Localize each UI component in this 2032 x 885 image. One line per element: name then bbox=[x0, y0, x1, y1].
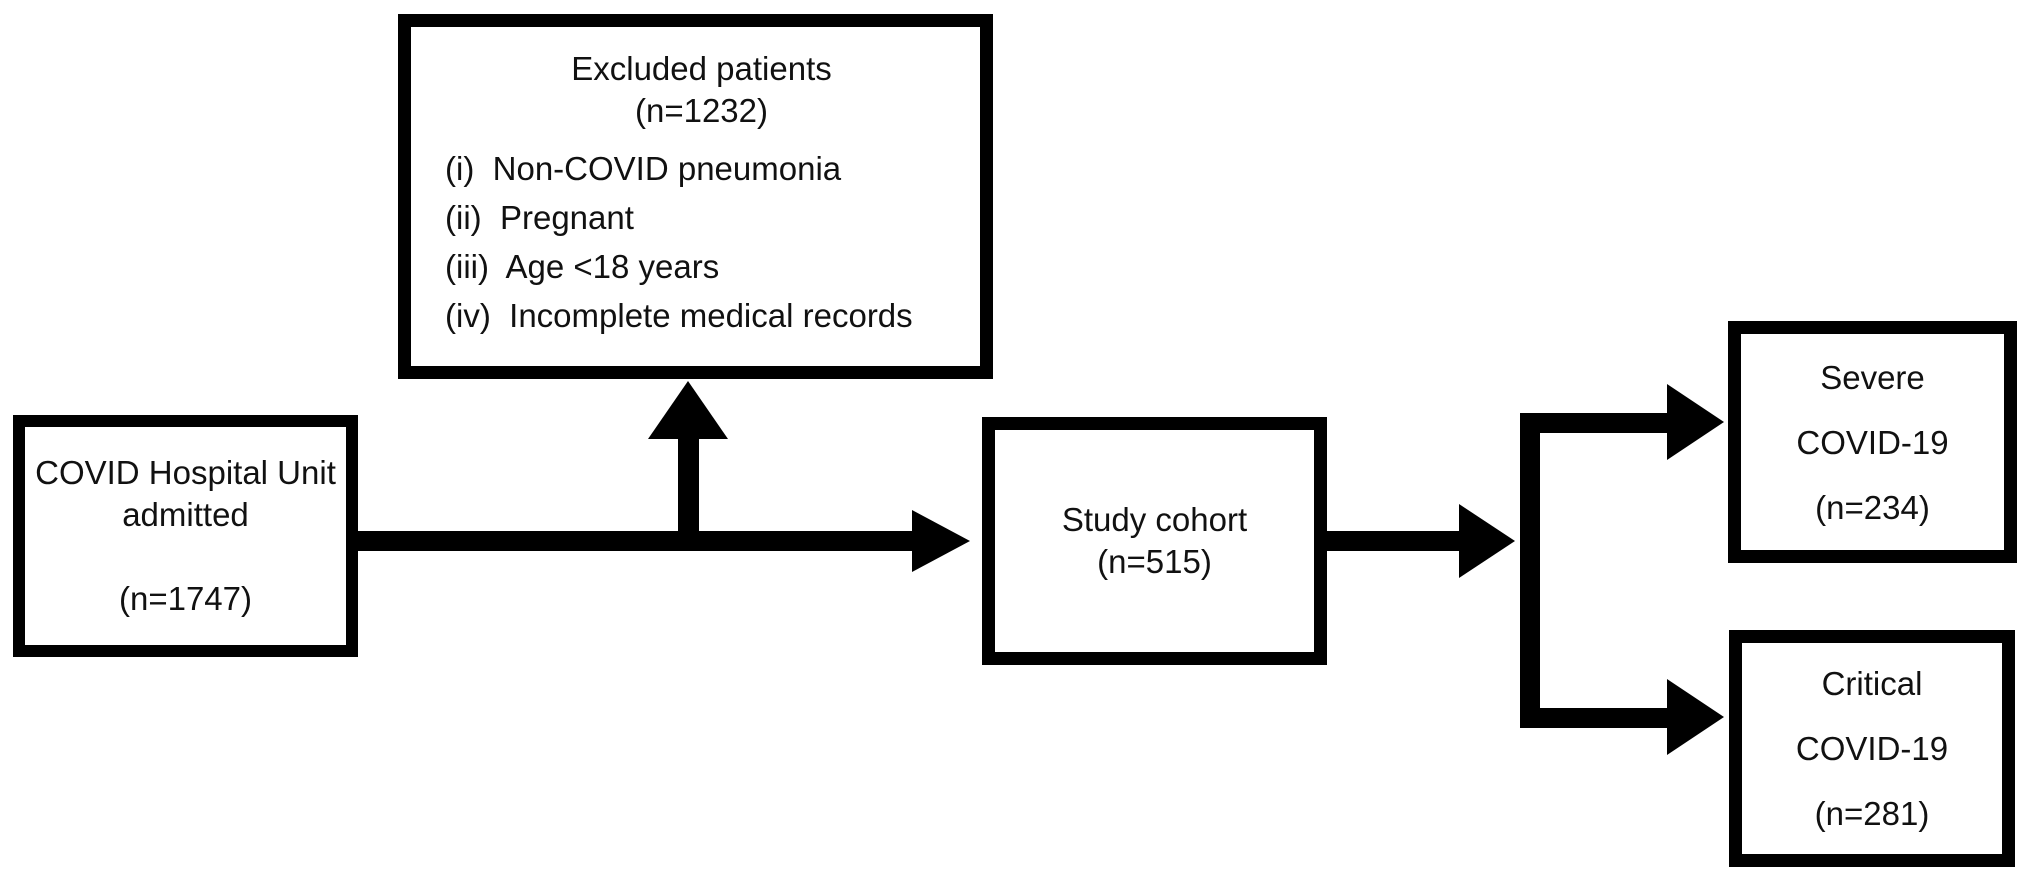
excluded-reason-item: (iv) Incomplete medical records bbox=[445, 297, 913, 334]
excluded-patients-box: Excluded patients (n=1232) (i) Non-COVID… bbox=[398, 14, 993, 379]
arrow-cohort-to-split-head-icon bbox=[1459, 504, 1515, 578]
excluded-title-block: Excluded patients (n=1232) bbox=[441, 48, 962, 132]
arrow-admitted-to-cohort-head-icon bbox=[912, 510, 970, 572]
excluded-reason-item: (iii) Age <18 years bbox=[445, 248, 720, 285]
arrow-split-to-severe-shaft bbox=[1530, 413, 1667, 433]
severe-covid-box: Severe COVID-19 (n=234) bbox=[1728, 321, 2017, 563]
arrow-cohort-to-split-shaft bbox=[1327, 531, 1462, 551]
excluded-reasons-list: (i) Non-COVID pneumonia (ii) Pregnant (i… bbox=[441, 144, 962, 340]
admitted-count: (n=1747) bbox=[118, 580, 252, 617]
arrow-admitted-to-cohort-shaft bbox=[358, 531, 914, 551]
critical-label-line2: COVID-19 bbox=[1795, 730, 1949, 767]
arrow-split-to-severe-head-icon bbox=[1667, 384, 1724, 460]
severe-label-line1: Severe bbox=[1820, 358, 1925, 396]
severe-count: (n=234) bbox=[1815, 488, 1930, 526]
admitted-box: COVID Hospital Unit admitted (n=1747) bbox=[13, 415, 358, 657]
arrow-to-excluded-shaft bbox=[678, 438, 699, 551]
critical-label-line1: Critical bbox=[1821, 665, 1923, 702]
excluded-title: Excluded patients bbox=[571, 50, 832, 87]
cohort-count: (n=515) bbox=[1097, 543, 1212, 580]
admitted-label-line2: admitted bbox=[122, 496, 249, 533]
excluded-count: (n=1232) bbox=[634, 92, 768, 129]
severe-label-line2: COVID-19 bbox=[1796, 423, 1949, 461]
arrow-to-excluded-head-icon bbox=[648, 381, 728, 439]
excluded-reason-item: (i) Non-COVID pneumonia bbox=[445, 150, 842, 187]
excluded-reason-item: (ii) Pregnant bbox=[445, 199, 634, 236]
study-cohort-box: Study cohort (n=515) bbox=[982, 417, 1327, 665]
cohort-label: Study cohort bbox=[1061, 501, 1248, 538]
arrow-split-to-critical-head-icon bbox=[1667, 679, 1724, 755]
critical-covid-box: Critical COVID-19 (n=281) bbox=[1729, 630, 2015, 867]
split-bracket bbox=[1520, 413, 1540, 728]
arrow-split-to-critical-shaft bbox=[1530, 708, 1667, 728]
critical-count: (n=281) bbox=[1814, 795, 1930, 832]
admitted-label-line1: COVID Hospital Unit bbox=[35, 454, 336, 491]
